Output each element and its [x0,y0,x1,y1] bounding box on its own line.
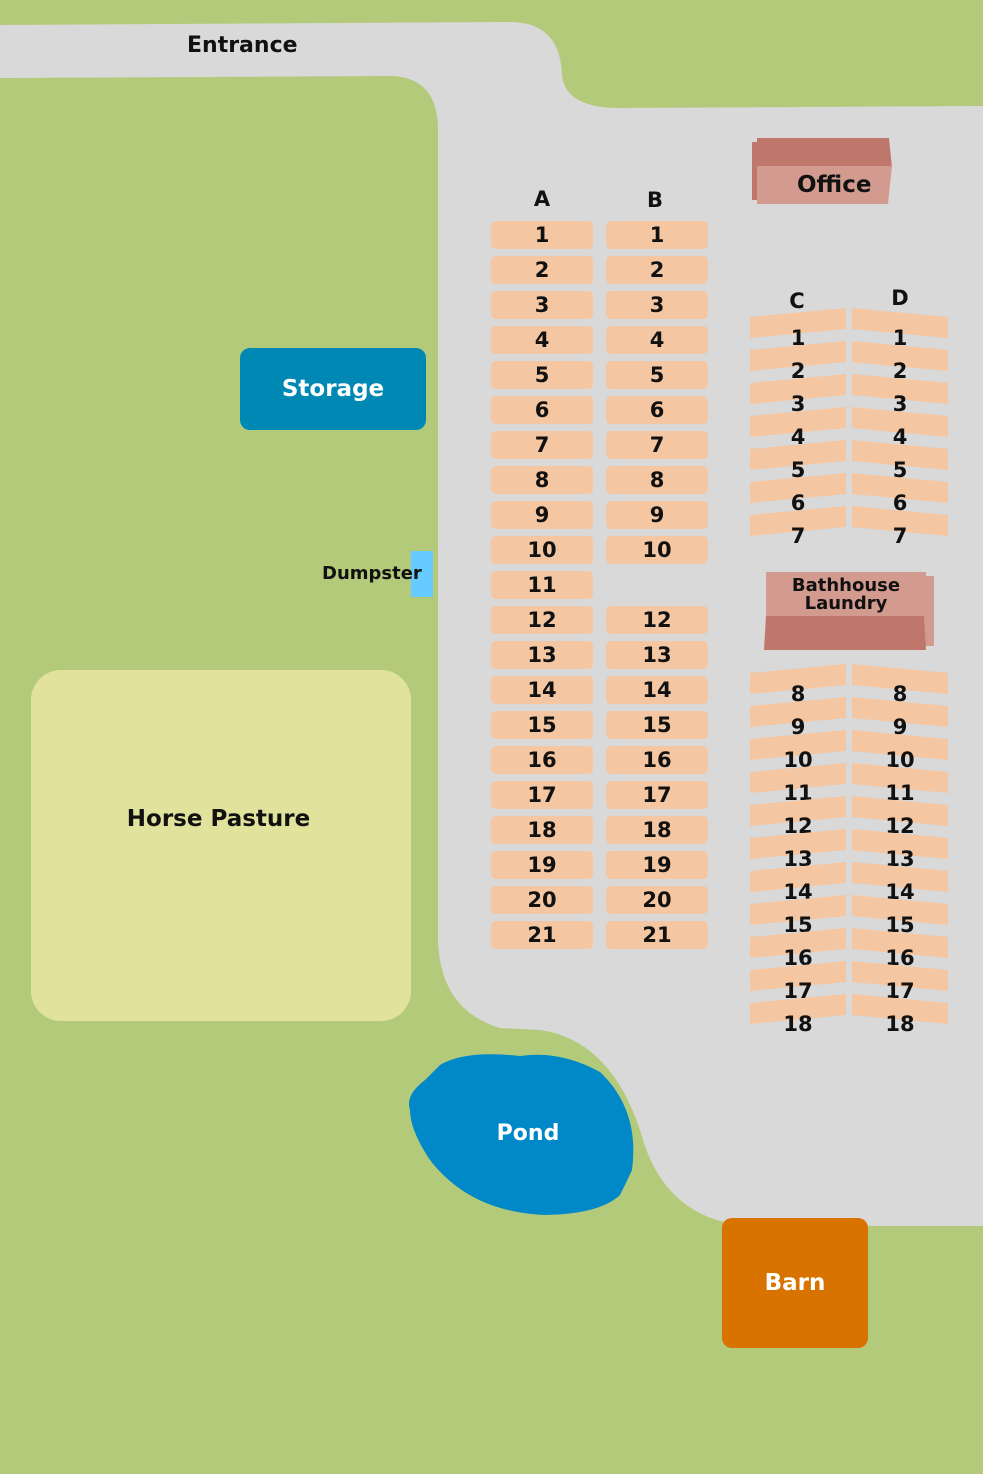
site-b-20: 20 [606,886,708,914]
site-c-4-label: 4 [790,425,806,449]
bathhouse-side [924,576,934,646]
site-b-13: 13 [606,641,708,669]
site-d-5-label: 5 [892,458,908,482]
site-c-2-label: 2 [790,359,806,383]
site-b-4: 4 [606,326,708,354]
row-c-header: C [789,289,805,313]
site-b-8: 8 [606,466,708,494]
site-c-1-label: 1 [790,326,806,350]
dumpster-box [411,551,433,597]
site-c-7-label: 7 [790,524,806,548]
site-a-1: 1 [491,221,593,249]
site-a-10: 10 [491,536,593,564]
pond-label: Pond [496,1121,560,1146]
row-d-header: D [891,286,909,310]
site-b-14: 14 [606,676,708,704]
site-b-9: 9 [606,501,708,529]
site-c-3-label: 3 [790,392,806,416]
site-d-8-label: 8 [892,682,908,706]
site-a-15: 15 [491,711,593,739]
site-d-7-label: 7 [892,524,908,548]
horse-pasture-area [31,670,411,1021]
site-b-16: 16 [606,746,708,774]
site-d-3-label: 3 [892,392,908,416]
site-b-19: 19 [606,851,708,879]
pond-shape [409,1054,634,1215]
site-a-17: 17 [491,781,593,809]
site-c-5-label: 5 [790,458,806,482]
bathhouse-front [766,572,926,618]
site-b-5: 5 [606,361,708,389]
site-d-4-label: 4 [892,425,908,449]
site-a-3: 3 [491,291,593,319]
site-a-5: 5 [491,361,593,389]
site-b-15: 15 [606,711,708,739]
bathhouse-roof [764,616,926,650]
site-b-3: 3 [606,291,708,319]
site-b-12: 12 [606,606,708,634]
site-a-21: 21 [491,921,593,949]
site-a-12: 12 [491,606,593,634]
site-b-21: 21 [606,921,708,949]
barn-building: Barn [722,1218,868,1348]
site-a-14: 14 [491,676,593,704]
office-roof [757,138,892,168]
site-a-7: 7 [491,431,593,459]
storage-building: Storage [240,348,426,430]
site-d-2-label: 2 [892,359,908,383]
site-d-18-label: 18 [885,1012,915,1036]
entrance-label: Entrance [187,33,298,58]
site-d-1-label: 1 [892,326,908,350]
office-front [757,166,892,204]
site-c-18-label: 18 [783,1012,813,1036]
site-c-8-label: 8 [790,682,806,706]
site-d-9-label: 9 [892,715,908,739]
row-a-header: A [533,187,551,211]
site-c-6-label: 6 [790,491,806,515]
site-d-6-label: 6 [892,491,908,515]
site-c-9-label: 9 [790,715,806,739]
site-b-6: 6 [606,396,708,424]
site-a-8: 8 [491,466,593,494]
row-b-header: B [646,188,663,212]
site-a-19: 19 [491,851,593,879]
site-a-6: 6 [491,396,593,424]
site-a-11: 11 [491,571,593,599]
horse-pasture-label: Horse Pasture [126,806,311,832]
site-b-7: 7 [606,431,708,459]
site-b-18: 18 [606,816,708,844]
site-a-16: 16 [491,746,593,774]
site-a-13: 13 [491,641,593,669]
site-a-2: 2 [491,256,593,284]
site-a-18: 18 [491,816,593,844]
bathhouse-label-line1: Bathhouse [791,575,901,596]
site-b-10: 10 [606,536,708,564]
site-b-17: 17 [606,781,708,809]
site-a-9: 9 [491,501,593,529]
bathhouse-label: Bathhouse Laundry [766,577,926,613]
storage-label: Storage [281,376,385,402]
bathhouse-label-line2: Laundry [804,593,888,614]
office-label: Office [797,172,872,198]
barn-label: Barn [764,1270,826,1296]
site-b-1: 1 [606,221,708,249]
site-a-20: 20 [491,886,593,914]
dumpster-label: Dumpster [322,563,422,584]
site-a-4: 4 [491,326,593,354]
site-b-2: 2 [606,256,708,284]
